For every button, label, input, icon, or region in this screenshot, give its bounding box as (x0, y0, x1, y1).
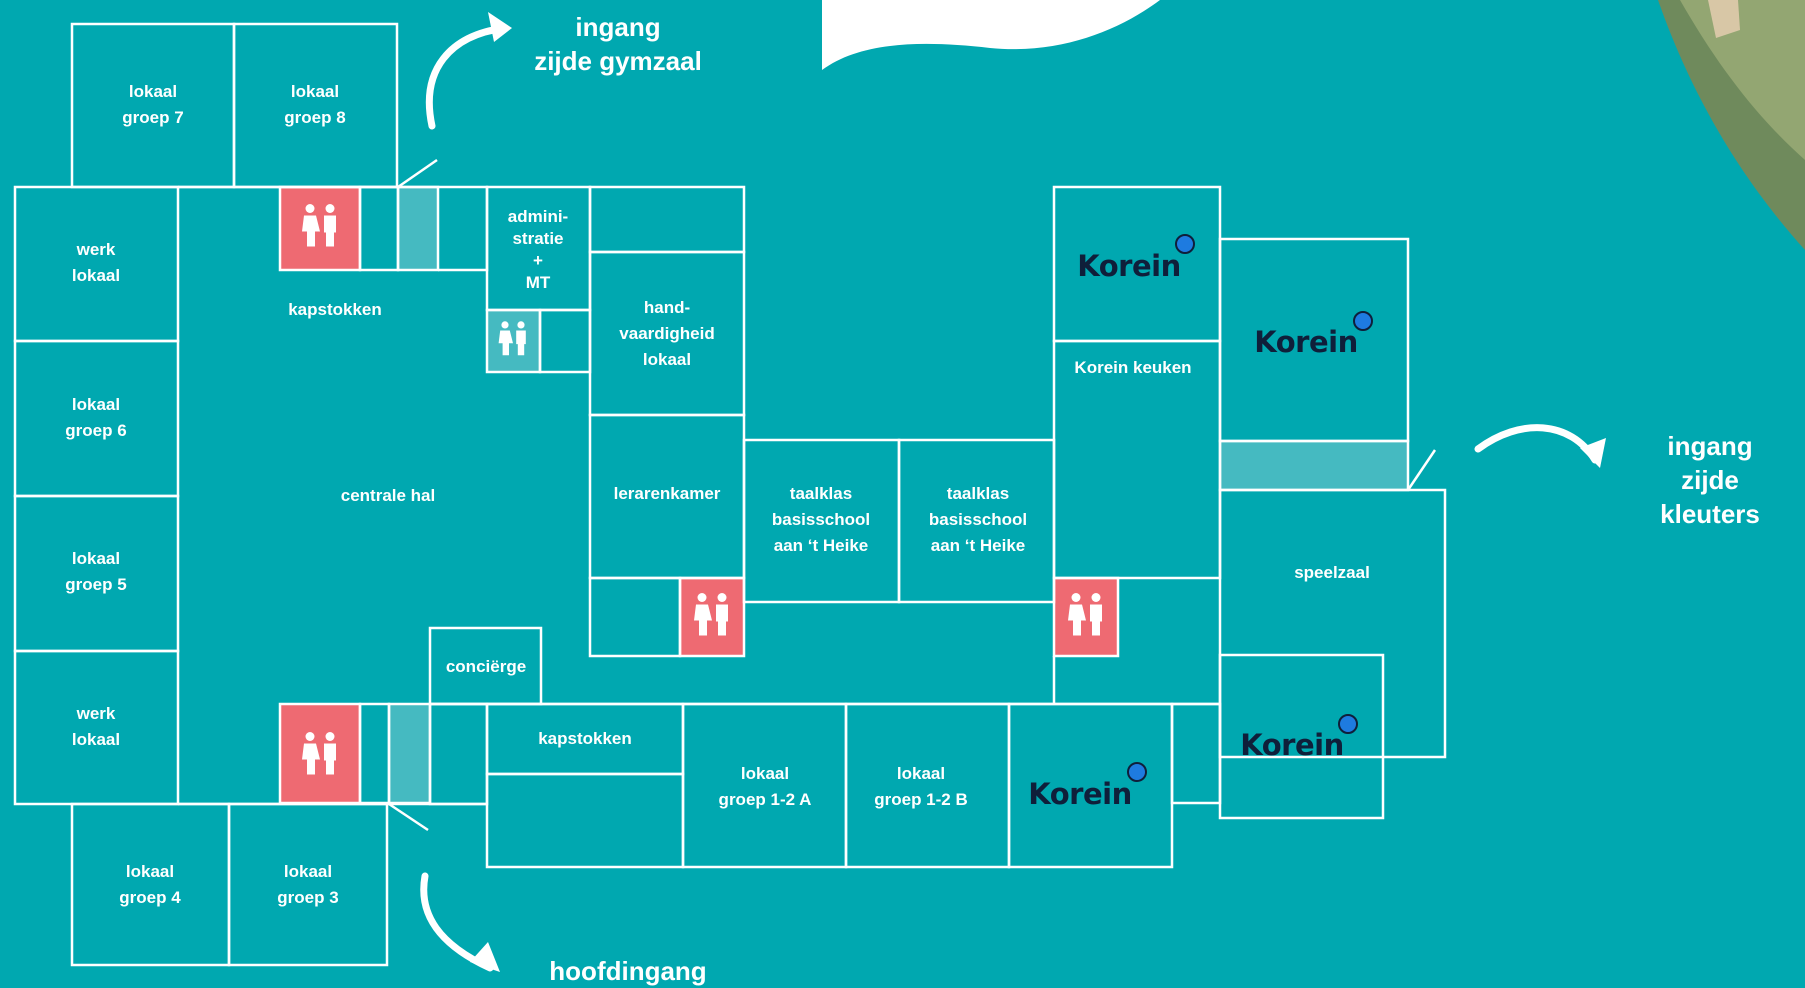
label-entrance-kleuters: ingang zijde kleuters (1660, 431, 1760, 529)
label-kapstokken-bottom: kapstokken (538, 729, 632, 748)
label-werk-lokaal-top: werk lokaal (71, 240, 121, 285)
korein-logo-dot (1175, 234, 1195, 254)
corridor-gym (398, 187, 438, 270)
toilet-icon (300, 204, 340, 253)
toilet-icon (300, 732, 340, 781)
label-groep-4: lokaal groep 4 (119, 862, 181, 907)
toilet-admin-fill (487, 310, 540, 372)
korein-logo: Korein (1240, 728, 1344, 762)
label-taalklas-1: taalklas basisschool aan ‘t Heike (771, 484, 871, 555)
room-groep-3 (227, 802, 389, 967)
korein-logo: Korein (1254, 325, 1358, 359)
korein-logo: Korein (1028, 777, 1132, 811)
toilet-lerarenkamer (680, 578, 744, 656)
toilet-top (280, 187, 360, 270)
label-taalklas-2: taalklas basisschool aan ‘t Heike (928, 484, 1028, 555)
label-entrance-main: hoofdingang (549, 956, 707, 986)
label-groep-5: lokaal groep 5 (65, 549, 127, 594)
korein-logo-dot (1127, 762, 1147, 782)
label-groep-7: lokaal groep 7 (122, 82, 184, 127)
label-entrance-gym: ingang zijde gymzaal (534, 12, 702, 76)
toilet-icon (1066, 593, 1106, 642)
toilet-bottom-left (280, 704, 360, 803)
toilet-icon (692, 593, 732, 642)
label-handvaardigheid: hand- vaardigheid lokaal (619, 298, 715, 369)
korein-logo-dot (1353, 311, 1373, 331)
korein-logo: Korein (1077, 249, 1181, 283)
toilet-korein (1054, 578, 1118, 656)
label-werk-lokaal-bottom: werk lokaal (71, 704, 121, 749)
label-groep-6: lokaal groep 6 (65, 395, 127, 440)
label-groep-8: lokaal groep 8 (284, 82, 346, 127)
label-kapstokken-top: kapstokken (288, 300, 382, 319)
corridor-kleuters (1220, 441, 1408, 490)
label-speelzaal: speelzaal (1294, 563, 1370, 582)
room-speelzaal (1218, 488, 1447, 759)
label-korein-keuken: Korein keuken (1074, 358, 1192, 377)
label-groep-3: lokaal groep 3 (277, 862, 339, 907)
label-groep-12b: lokaal groep 1-2 B (874, 764, 968, 809)
label-groep-12a: lokaal groep 1-2 A (718, 764, 812, 809)
label-lerarenkamer: lerarenkamer (613, 484, 721, 503)
label-administratie: admini- stratie + MT (507, 207, 569, 292)
korein-logo-dot (1338, 714, 1358, 734)
label-concierge: conciërge (445, 657, 527, 676)
label-centrale-hal: centrale hal (340, 486, 436, 505)
corridor-main (389, 704, 430, 803)
toilet-icon (497, 321, 529, 362)
decorative-wave (822, 0, 1160, 70)
